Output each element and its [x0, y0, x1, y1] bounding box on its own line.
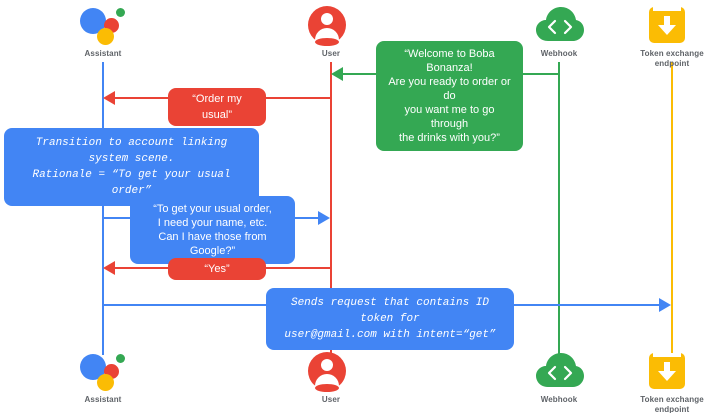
actor-user-bottom[interactable]: User — [271, 350, 391, 405]
message-transition-note[interactable]: Transition to account linking system sce… — [4, 128, 259, 206]
message-sends-request-arrowhead — [659, 298, 671, 312]
message-yes-arrowhead — [103, 261, 115, 275]
user-avatar-icon — [308, 4, 354, 46]
cloud-code-icon — [536, 350, 584, 392]
lifeline-user — [330, 62, 332, 355]
google-assistant-icon — [80, 4, 126, 46]
actor-user-top[interactable]: User — [271, 4, 391, 59]
user-avatar-icon — [308, 350, 354, 392]
actor-label-assistant-top: Assistant — [84, 49, 122, 58]
message-yes-bubble[interactable]: “Yes” — [168, 258, 266, 280]
actor-token-bottom[interactable]: Token exchange endpoint — [612, 350, 725, 413]
actor-label-token-bottom: Token exchange endpoint — [640, 395, 704, 413]
lifeline-token — [671, 62, 673, 355]
cloud-code-icon — [536, 4, 584, 46]
actor-assistant-bottom[interactable]: Assistant — [43, 350, 163, 405]
actor-label-assistant-bottom: Assistant — [84, 395, 122, 404]
actor-label-token-top: Token exchange endpoint — [640, 49, 704, 68]
download-box-icon — [649, 350, 695, 392]
actor-assistant-top[interactable]: Assistant — [43, 4, 163, 59]
actor-label-webhook-top: Webhook — [540, 49, 578, 58]
message-sends-request-note[interactable]: Sends request that contains ID token for… — [266, 288, 514, 350]
lifeline-assistant — [102, 62, 104, 355]
google-assistant-icon — [80, 350, 126, 392]
actor-label-webhook-bottom: Webhook — [540, 395, 578, 404]
actor-token-top[interactable]: Token exchange endpoint — [612, 4, 725, 69]
download-box-icon — [649, 4, 695, 46]
actor-label-user-bottom: User — [321, 395, 341, 404]
message-order-usual-bubble[interactable]: “Order my usual” — [168, 88, 266, 126]
message-welcome-arrowhead — [331, 67, 343, 81]
message-welcome-source-stub — [558, 62, 560, 76]
lifeline-webhook — [558, 62, 560, 355]
actor-label-user-top: User — [321, 49, 341, 58]
message-welcome-bubble[interactable]: “Welcome to Boba Bonanza! Are you ready … — [376, 41, 523, 151]
actor-webhook-top[interactable]: Webhook — [499, 4, 619, 59]
actor-webhook-bottom[interactable]: Webhook — [499, 350, 619, 405]
message-need-name-bubble[interactable]: “To get your usual order, I need your na… — [130, 196, 295, 264]
message-need-name-arrowhead — [318, 211, 330, 225]
message-order-usual-arrowhead — [103, 91, 115, 105]
